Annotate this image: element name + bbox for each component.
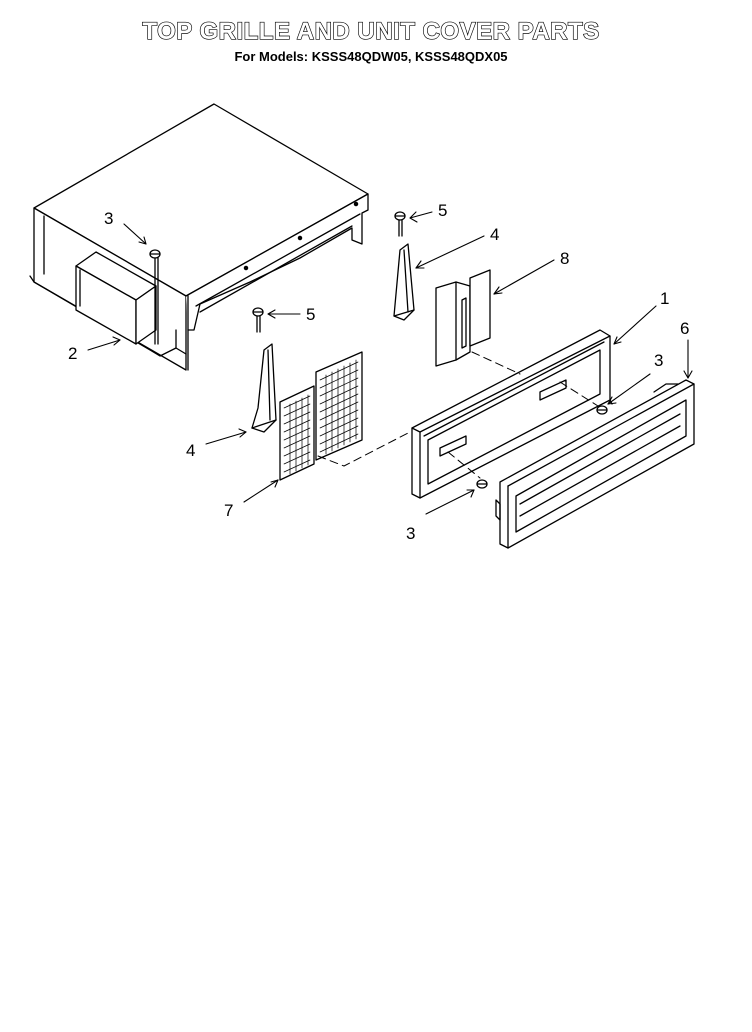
part-7-grille xyxy=(279,351,363,481)
callout-4-upper: 4 xyxy=(490,225,499,244)
callout-3-upper: 3 xyxy=(104,209,113,228)
model-subtitle: For Models: KSSS48QDW05, KSSS48QDX05 xyxy=(234,49,508,64)
part-3-screw-lower xyxy=(476,479,488,489)
callout-5-upper: 5 xyxy=(438,201,447,220)
part-5-screw-upper xyxy=(394,211,406,237)
part-5-screw-lower xyxy=(252,307,264,333)
callout-8: 8 xyxy=(560,249,569,268)
page-title: TOP GRILLE AND UNIT COVER PARTS xyxy=(142,17,600,45)
assembly-dashed-lines xyxy=(317,351,599,479)
part-6-front-grille xyxy=(495,379,695,549)
part-8-side-panel xyxy=(435,269,491,367)
callout-1: 1 xyxy=(660,289,669,308)
callout-6: 6 xyxy=(680,319,689,338)
leader-arrows xyxy=(87,211,693,515)
callout-5-lower: 5 xyxy=(306,305,315,324)
callout-labels: 1 2 3 3 3 4 4 5 5 6 7 8 xyxy=(68,201,689,543)
part-3-screw-right xyxy=(596,405,608,415)
callout-4-lower: 4 xyxy=(186,441,195,460)
callout-3-lower: 3 xyxy=(406,524,415,543)
part-4-bracket-lower xyxy=(251,343,277,433)
callout-7: 7 xyxy=(224,501,233,520)
callout-3-right: 3 xyxy=(654,351,663,370)
part-2-control-box xyxy=(75,251,157,345)
unit-cover xyxy=(29,103,369,371)
part-1-frame xyxy=(411,329,613,499)
part-4-bracket-upper xyxy=(393,243,415,321)
callout-2: 2 xyxy=(68,344,77,363)
part-3-screw-upper xyxy=(149,249,161,345)
